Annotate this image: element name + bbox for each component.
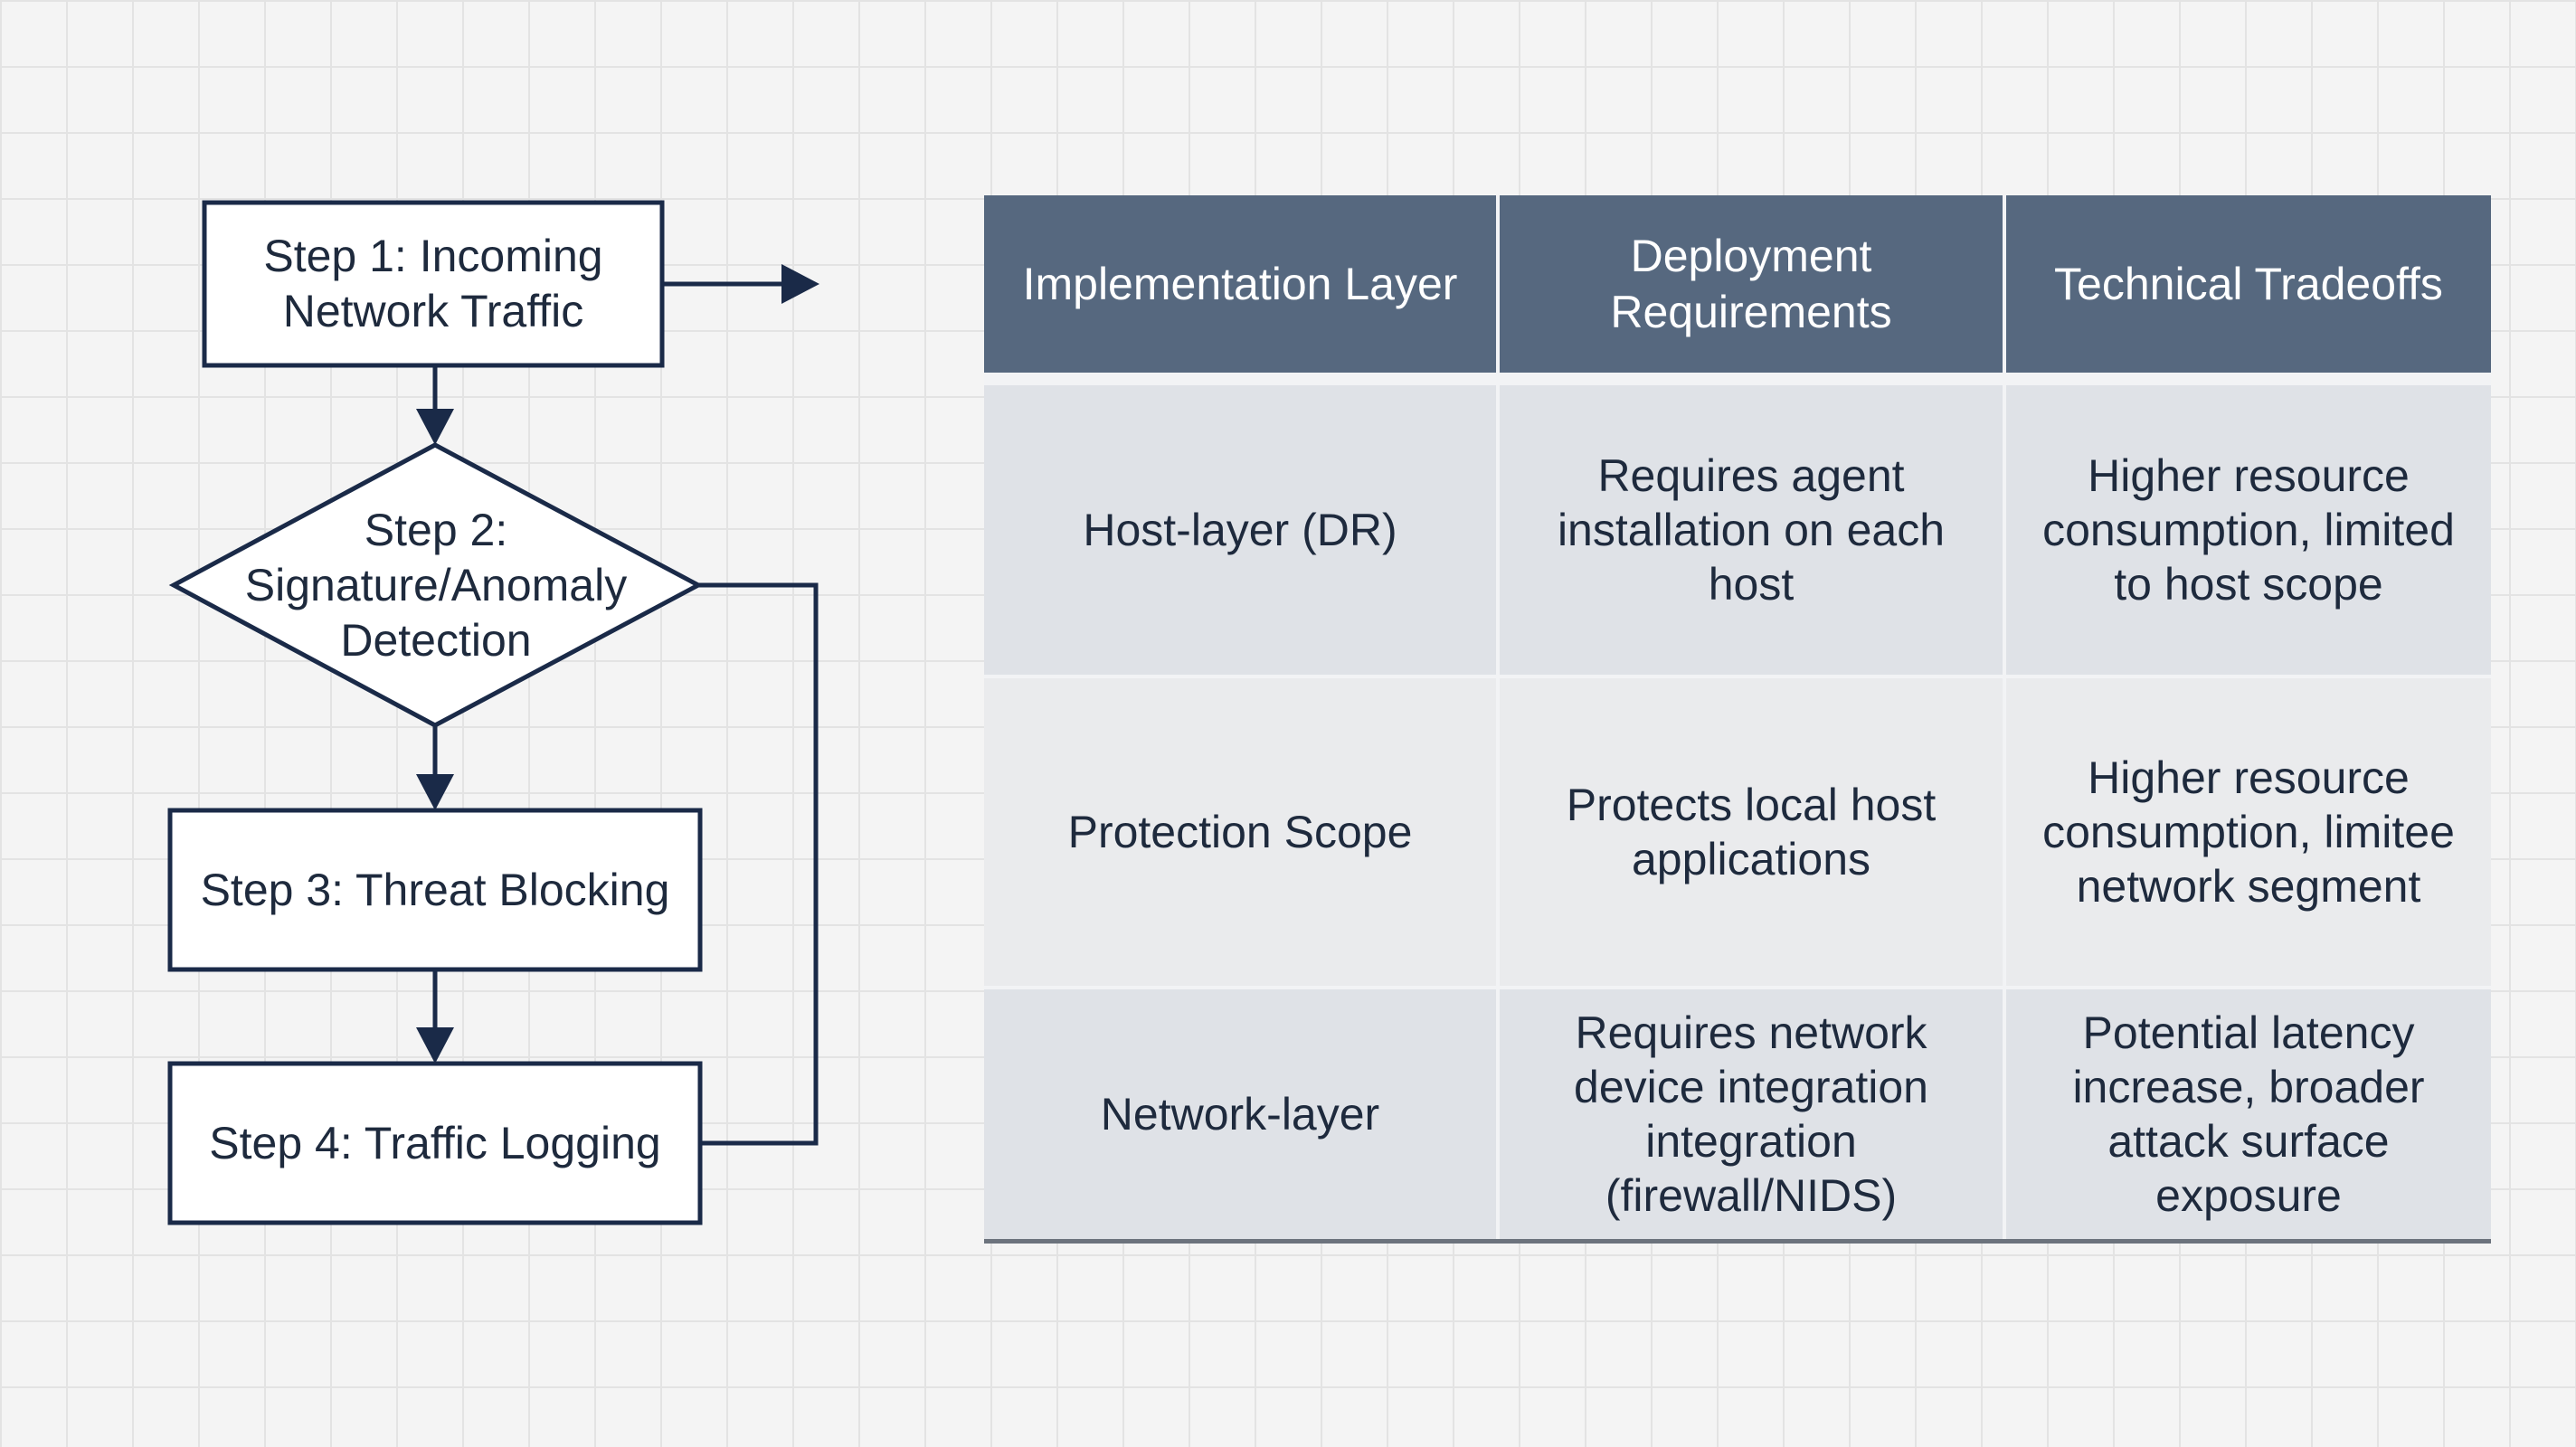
arrowhead-to-step3 xyxy=(416,774,454,810)
step-4-box xyxy=(167,1061,703,1225)
step-3-label: Step 3: Threat Blocking xyxy=(200,864,670,915)
table-cell: Requires network device integration inte… xyxy=(1498,988,2006,1242)
table-cell: Potential latency increase, broader atta… xyxy=(2004,988,2491,1242)
table-cell: Host-layer (DR) xyxy=(984,379,1500,678)
header-technical-tradeoffs: Technical Tradeoffs xyxy=(2004,195,2491,385)
table-row: Protection Scope Protects local host app… xyxy=(984,676,2491,989)
table-cell: Network-layer xyxy=(984,988,1500,1242)
table-cell: Requires agent installation on each host xyxy=(1498,379,2006,678)
table-cell: Protection Scope xyxy=(984,676,1500,989)
table-cell: Higher resource consumption, limited to … xyxy=(2004,379,2491,678)
table-row: Network-layer Requires network device in… xyxy=(984,988,2491,1242)
table-row: Host-layer (DR) Requires agent installat… xyxy=(984,379,2491,678)
step-4-label: Step 4: Traffic Logging xyxy=(209,1117,661,1168)
comparison-table: Implementation Layer Deployment Requirem… xyxy=(984,195,2491,1244)
table-cell: Protects local host applications xyxy=(1498,676,2006,989)
table-header-row: Implementation Layer Deployment Requirem… xyxy=(984,195,2491,385)
arrowhead-to-step4 xyxy=(416,1027,454,1064)
header-deployment-requirements: Deployment Requirements xyxy=(1498,195,2006,385)
header-implementation-layer: Implementation Layer xyxy=(984,195,1500,385)
loop-connector xyxy=(698,582,819,1146)
step-1-box xyxy=(202,200,665,368)
arrowhead-right xyxy=(781,264,819,304)
step-1-label: Step 1: Incoming Network Traffic xyxy=(263,231,603,336)
step-2-label: Step 2: Signature/Anomaly Detection xyxy=(244,504,628,666)
arrowhead-to-step2 xyxy=(416,409,454,445)
table-cell: Higher resource consumption, limitee net… xyxy=(2004,676,2491,989)
